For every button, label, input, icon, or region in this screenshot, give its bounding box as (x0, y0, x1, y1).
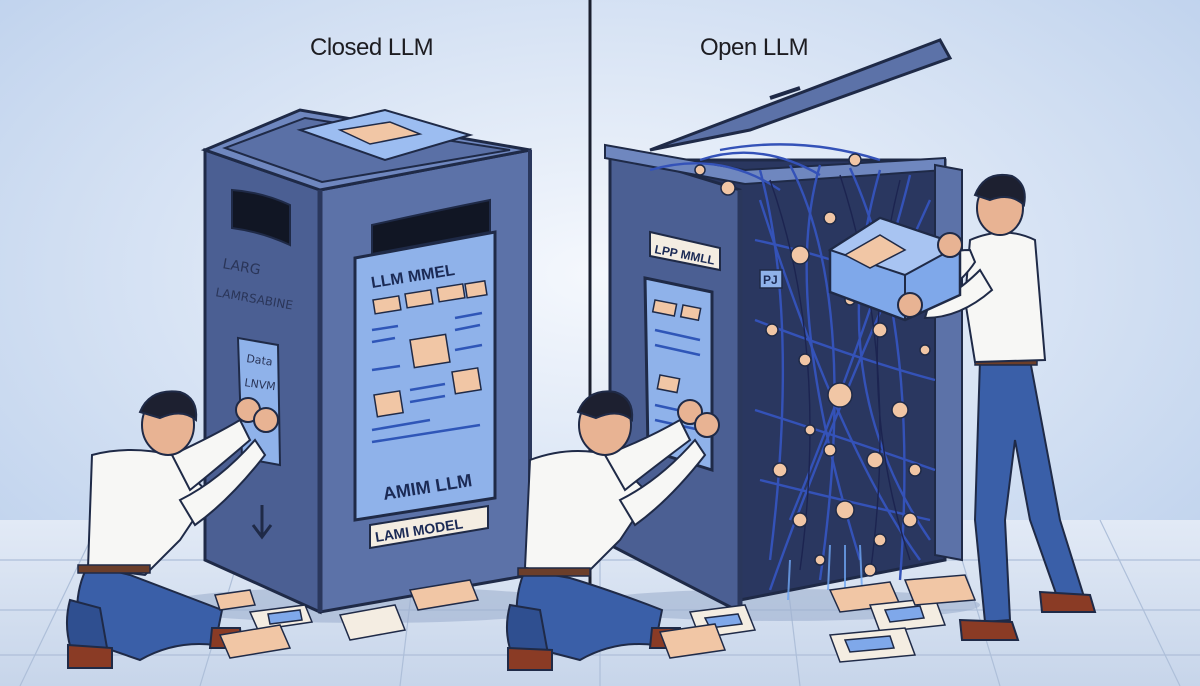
side-text-1: LARG (221, 256, 261, 278)
down-arrow-icon (251, 505, 273, 540)
card-text-1: Data (246, 352, 274, 369)
kneeling-man-middle (505, 390, 720, 671)
papers-right (658, 574, 977, 663)
heading-closed-llm: Closed LLM (310, 34, 434, 61)
panel-text-lines (371, 311, 483, 444)
card-text-2: LNVM (244, 376, 277, 393)
tag-text: PJ (763, 273, 778, 287)
network-nodes (694, 153, 931, 577)
kneeling-man-left (65, 390, 279, 669)
light-beams (787, 544, 863, 601)
heading-open-llm: Open LLM (700, 34, 809, 61)
papers-left (214, 579, 480, 659)
standing-man-right (827, 173, 1097, 641)
side-panel-blocks (651, 299, 702, 394)
panel-blocks (372, 280, 488, 418)
closed-llm-box: LARG LAMRSABINE LLM MMEL (160, 108, 580, 623)
